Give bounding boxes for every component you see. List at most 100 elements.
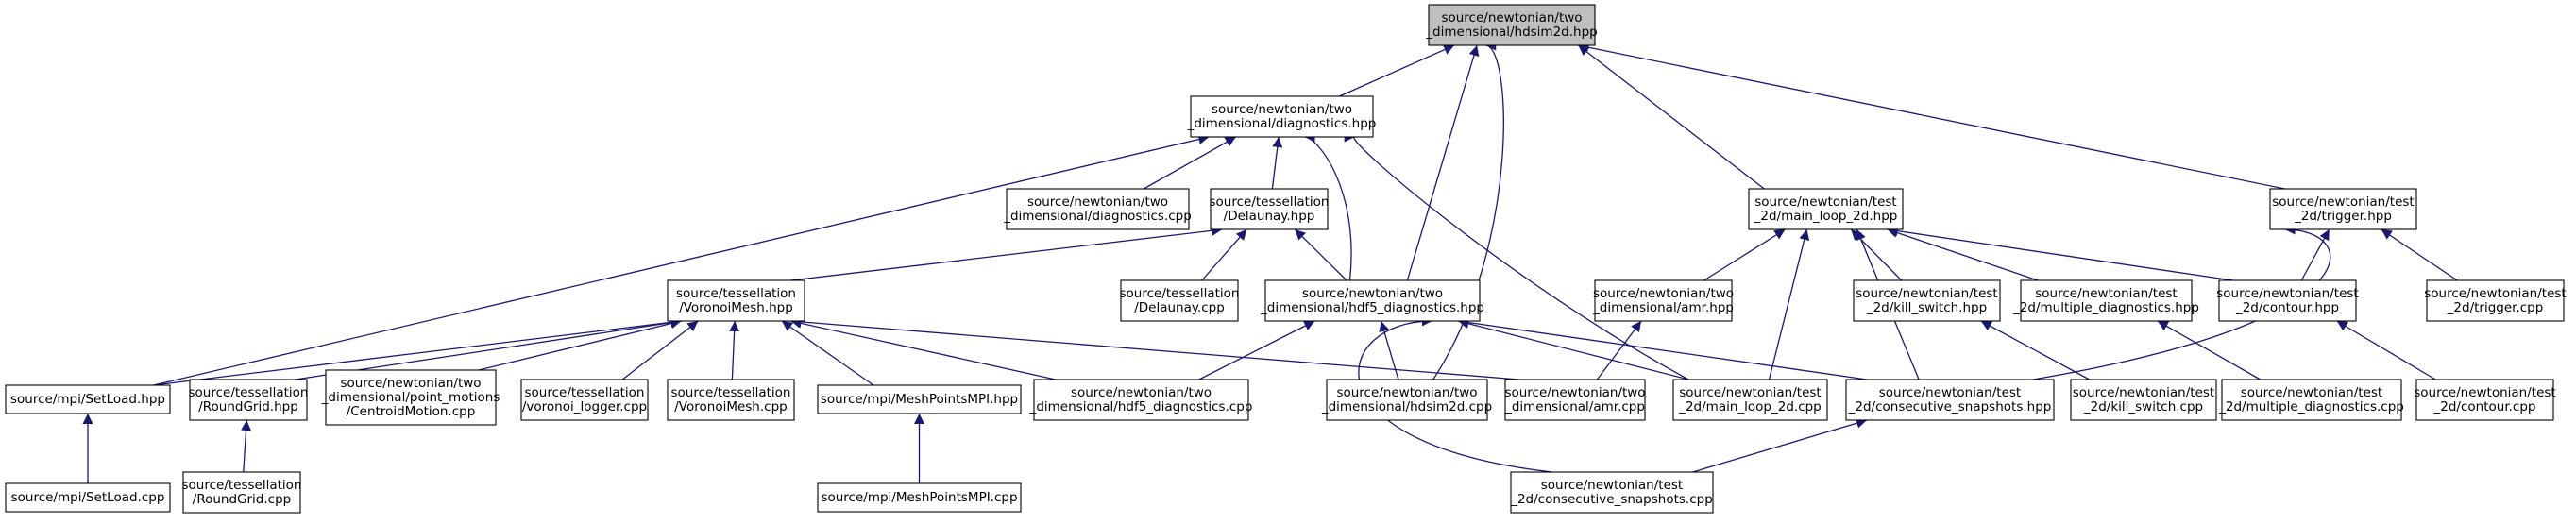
node-diagnostics_hpp[interactable]: source/newtonian/two_dimensional/diagnos…: [1187, 95, 1377, 138]
node-delaunay_hpp[interactable]: source/tessellation/Delaunay.hpp: [1210, 188, 1330, 230]
node-label-line: _2d/trigger.cpp: [2447, 300, 2544, 315]
node-label-line: source/newtonian/two: [1504, 385, 1645, 400]
node-multiple_diagnostics_hpp[interactable]: source/newtonian/test_2d/multiple_diagno…: [2012, 279, 2199, 322]
node-box: [817, 384, 1022, 414]
edge-delaunay_cpp-to-delaunay_hpp: [1201, 228, 1247, 281]
node-box: [5, 384, 171, 414]
node-amr_hpp[interactable]: source/newtonian/two_dimensional/amr.hpp: [1592, 279, 1734, 322]
edge-main_loop_2d_cpp-to-hdf5_diagnostics_hpp: [1458, 318, 1689, 380]
node-label-line: source/tessellation: [671, 385, 791, 400]
node-delaunay_cpp[interactable]: source/tessellation/Delaunay.cpp: [1120, 279, 1240, 322]
node-voronoi_logger_cpp[interactable]: source/tessellation/voronoi_logger.cpp: [520, 379, 649, 421]
edge-kill_switch_hpp-to-main_loop_2d_hpp: [1850, 228, 1903, 281]
node-box: [1748, 188, 1904, 230]
node-label-line: /RoundGrid.hpp: [198, 399, 298, 414]
node-label-line: _2d/trigger.hpp: [2294, 209, 2392, 224]
node-label-line: _2d/kill_switch.hpp: [1866, 300, 1987, 315]
node-box: [1326, 379, 1488, 421]
node-meshpointsmpi_hpp[interactable]: source/mpi/MeshPointsMPI.hpp: [817, 384, 1022, 414]
node-label-line: source/newtonian/test: [1879, 385, 2021, 400]
node-label-line: source/newtonian/test: [2035, 286, 2177, 301]
node-label-line: _2d/multiple_diagnostics.hpp: [2012, 300, 2199, 315]
node-label-line: _dimensional/hdsim2d.hpp: [1425, 25, 1597, 40]
edge-hdf5_diagnostics_cpp-to-hdf5_diagnostics_hpp: [1198, 320, 1315, 380]
edge-delaunay_hpp-to-diagnostics_hpp: [1271, 136, 1283, 190]
edge-roundgrid_cpp-to-roundgrid_hpp: [241, 419, 252, 473]
node-hdsim2d_hpp[interactable]: source/newtonian/two_dimensional/hdsim2d…: [1425, 4, 1598, 46]
edge-voronoi_logger_cpp-to-voronoimesh_hpp: [621, 320, 699, 380]
node-multiple_diagnostics_cpp[interactable]: source/newtonian/test_2d/multiple_diagno…: [2218, 379, 2404, 421]
node-contour_cpp[interactable]: source/newtonian/test_2d/contour.cpp: [2414, 379, 2556, 421]
node-label-line: source/newtonian/test: [1856, 286, 1997, 301]
edge-voronoimesh_hpp-to-delaunay_hpp: [790, 225, 1223, 281]
node-box: [182, 471, 301, 514]
node-main_loop_2d_cpp[interactable]: source/newtonian/test_2d/main_loop_2d.cp…: [1672, 379, 1828, 421]
edge-trigger_cpp-to-trigger_hpp: [2381, 228, 2458, 281]
node-hdf5_diagnostics_hpp[interactable]: source/newtonian/two_dimensional/hdf5_di…: [1260, 279, 1484, 322]
node-label-line: source/newtonian/two: [1212, 102, 1352, 117]
node-setload_hpp[interactable]: source/mpi/SetLoad.hpp: [5, 384, 171, 414]
edges-layer: [82, 40, 2458, 483]
node-box: [1006, 188, 1190, 230]
edge-multiple_diagnostics_hpp-to-main_loop_2d_hpp: [1887, 228, 2039, 281]
node-label-line: /Delaunay.cpp: [1134, 300, 1225, 315]
node-consecutive_snapshots_hpp[interactable]: source/newtonian/test_2d/consecutive_sna…: [1845, 379, 2055, 421]
edge-centroidmotion_cpp-to-voronoimesh_hpp: [478, 318, 682, 371]
node-box: [2020, 279, 2193, 322]
node-centroidmotion_cpp[interactable]: source/newtonian/two_dimensional/point_m…: [321, 369, 500, 426]
node-label-line: source/tessellation: [1210, 194, 1330, 210]
node-box: [667, 379, 795, 421]
node-label-line: _dimensional/amr.cpp: [1504, 399, 1645, 414]
node-label-line: /RoundGrid.cpp: [193, 492, 291, 507]
node-hdsim2d_cpp[interactable]: source/newtonian/two_dimensional/hdsim2d…: [1321, 379, 1492, 421]
node-consecutive_snapshots_cpp[interactable]: source/newtonian/test_2d/consecutive_sna…: [1510, 471, 1714, 514]
node-box: [1672, 379, 1828, 421]
node-label-line: /VoronoiMesh.cpp: [674, 399, 787, 414]
node-kill_switch_hpp[interactable]: source/newtonian/test_2d/kill_switch.hpp: [1853, 279, 2001, 322]
node-contour_hpp[interactable]: source/newtonian/test_2d/contour.hpp: [2216, 279, 2359, 322]
node-label-line: _dimensional/diagnostics.cpp: [1003, 209, 1192, 224]
node-box: [189, 379, 308, 421]
node-label-line: _2d/main_loop_2d.hpp: [1754, 209, 1898, 224]
node-main_loop_2d_hpp[interactable]: source/newtonian/test_2d/main_loop_2d.hp…: [1748, 188, 1904, 230]
node-box: [1120, 279, 1239, 322]
node-label-line: source/mpi/MeshPointsMPI.hpp: [821, 392, 1018, 407]
node-hdf5_diagnostics_cpp[interactable]: source/newtonian/two_dimensional/hdf5_di…: [1029, 379, 1253, 421]
node-label-line: _2d/contour.cpp: [2433, 399, 2536, 414]
node-label-line: source/tessellation: [182, 478, 302, 493]
node-box: [1845, 379, 2055, 421]
node-label-line: source/tessellation: [1120, 286, 1240, 301]
node-roundgrid_cpp[interactable]: source/tessellation/RoundGrid.cpp: [182, 471, 302, 514]
edge-trigger_hpp-to-hdsim2d_hpp: [1578, 42, 2285, 190]
edge-setload_hpp-to-diagnostics_hpp: [153, 134, 1210, 386]
node-voronoimesh_hpp[interactable]: source/tessellation/VoronoiMesh.hpp: [667, 279, 805, 322]
edge-amr_cpp-to-amr_hpp: [1596, 320, 1642, 380]
node-trigger_cpp[interactable]: source/newtonian/test_2d/trigger.cpp: [2424, 279, 2567, 322]
node-label-line: _2d/contour.hpp: [2235, 300, 2339, 315]
node-label-line: _2d/multiple_diagnostics.cpp: [2218, 399, 2404, 414]
edge-diagnostics_cpp-to-diagnostics_hpp: [1143, 136, 1237, 190]
node-box: [2070, 379, 2217, 421]
node-box: [2269, 188, 2417, 230]
node-amr_cpp[interactable]: source/newtonian/two_dimensional/amr.cpp: [1504, 379, 1646, 421]
node-roundgrid_hpp[interactable]: source/tessellation/RoundGrid.hpp: [189, 379, 309, 421]
node-label-line: source/mpi/MeshPointsMPI.cpp: [821, 490, 1017, 505]
edge-kill_switch_cpp-to-kill_switch_hpp: [1980, 320, 2090, 380]
node-label-line: source/mpi/SetLoad.hpp: [10, 392, 165, 407]
node-label-line: source/newtonian/two: [340, 376, 481, 391]
edge-consecutive_snapshots_cpp-to-consecutive_snapshots_hpp: [1692, 417, 1868, 473]
node-trigger_hpp[interactable]: source/newtonian/test_2d/trigger.hpp: [2269, 188, 2417, 230]
node-meshpointsmpi_cpp[interactable]: source/mpi/MeshPointsMPI.cpp: [817, 482, 1022, 513]
node-label-line: source/newtonian/test: [1541, 478, 1683, 493]
edge-hdf5_diagnostics_cpp-to-voronoimesh_hpp: [790, 318, 1056, 380]
edge-contour_cpp-to-contour_hpp: [2336, 320, 2436, 380]
node-setload_cpp[interactable]: source/mpi/SetLoad.cpp: [5, 482, 171, 513]
node-diagnostics_cpp[interactable]: source/newtonian/two_dimensional/diagnos…: [1003, 188, 1192, 230]
node-label-line: source/newtonian/two: [1336, 385, 1477, 400]
node-box: [520, 379, 649, 421]
node-box: [2426, 279, 2565, 322]
node-kill_switch_cpp[interactable]: source/newtonian/test_2d/kill_switch.cpp: [2070, 379, 2217, 421]
node-box: [1510, 471, 1714, 514]
node-voronoimesh_cpp[interactable]: source/tessellation/VoronoiMesh.cpp: [667, 379, 795, 421]
node-box: [1428, 4, 1596, 46]
